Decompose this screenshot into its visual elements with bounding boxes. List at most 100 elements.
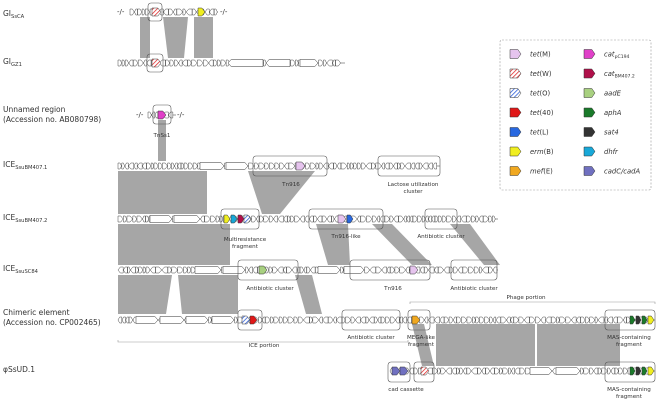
legend-swatch-6 xyxy=(509,107,522,118)
ice3-orf xyxy=(130,266,136,274)
chim-orf xyxy=(479,316,485,324)
phage-orf xyxy=(456,367,460,375)
gissca-orf xyxy=(192,8,197,16)
ice3-orf xyxy=(453,266,459,274)
phage-orf-large xyxy=(529,367,553,375)
chim-orf xyxy=(612,316,618,324)
phage-orf xyxy=(514,367,520,375)
ice3-orf xyxy=(272,266,278,274)
chim-orf xyxy=(603,316,608,324)
phage-orf xyxy=(607,367,611,375)
chim-orf xyxy=(262,316,266,324)
chim-orf xyxy=(489,316,494,324)
box-ice2-tn916-like xyxy=(308,208,384,230)
gissca-orf xyxy=(176,8,183,16)
chim-orf xyxy=(360,316,366,324)
chim-orf xyxy=(265,316,271,324)
legend-label-2: tet(W) xyxy=(530,70,552,78)
label-antibiotic-cluster-bm407-2: Antibiotic cluster xyxy=(417,234,465,240)
ice3-orf xyxy=(394,266,400,274)
chim-orf xyxy=(456,316,462,324)
ice2-orf xyxy=(123,215,127,223)
chim-orf xyxy=(402,316,407,324)
gigz1-orf xyxy=(143,59,147,67)
ice1-orf xyxy=(174,162,178,170)
band-ice1-ice2-left xyxy=(118,171,207,214)
ice1-orf xyxy=(177,162,182,170)
ice2-orf xyxy=(299,215,305,223)
homology-connectors xyxy=(118,17,620,366)
ice1-orf xyxy=(340,162,348,170)
ice2-orf xyxy=(304,215,310,223)
ice1-orf xyxy=(279,162,285,170)
chim-teto xyxy=(241,315,251,325)
band-gissca-gz1-b xyxy=(163,17,188,58)
gigz1-orf xyxy=(159,59,166,67)
chim-orf xyxy=(365,316,370,324)
band-ice2-ice3-left xyxy=(118,224,230,265)
ice3-tetm xyxy=(409,265,419,275)
chim-orf xyxy=(374,316,378,324)
phage-orf xyxy=(622,367,629,375)
legend-label-13: cadC/cadA xyxy=(604,168,640,176)
phage-orf xyxy=(432,367,438,375)
ice3-orf xyxy=(438,266,444,274)
box-ice2-multires xyxy=(220,208,260,230)
phage-apha-2 xyxy=(641,366,648,376)
label-mega-like-line1: MEGA-like xyxy=(407,335,436,341)
label-mas-phage-line2: fragment xyxy=(616,394,643,400)
chim-orf xyxy=(258,316,263,324)
ice1-orf xyxy=(328,162,334,170)
gissca-orf xyxy=(129,8,135,16)
row-label-unnamed-region: Unnamed region xyxy=(3,105,66,114)
ice3-orf xyxy=(381,266,387,274)
chim-orf xyxy=(506,316,511,324)
ice2-orf xyxy=(290,215,295,223)
gigz1-orf xyxy=(295,59,299,67)
chim-orf xyxy=(529,316,536,324)
phage-orf xyxy=(437,367,441,375)
chim-orf xyxy=(565,316,572,324)
ice3-orf xyxy=(479,266,483,274)
label-multiresistance-line1: Multiresistance xyxy=(224,237,267,243)
ice2-orf xyxy=(357,215,361,223)
ice3-orf xyxy=(161,266,168,274)
ice2-orf xyxy=(471,215,476,223)
chim-orf xyxy=(484,316,490,324)
chim-orf xyxy=(121,316,126,324)
ice1-orf xyxy=(432,162,437,170)
ice1-orf xyxy=(419,162,423,170)
phage-orf xyxy=(485,367,491,375)
chim-orf xyxy=(495,316,501,324)
ice2-orf xyxy=(283,215,288,223)
gigz1-orf xyxy=(326,59,333,67)
ice1-orf xyxy=(371,162,376,170)
tnss1-break-left: -/- xyxy=(136,111,144,119)
ice2-orf-large xyxy=(173,215,201,223)
ice2-orf xyxy=(425,215,429,223)
phage-orf xyxy=(413,367,419,375)
ice1-orf xyxy=(121,162,125,170)
chim-orf xyxy=(556,316,560,324)
chim-orf xyxy=(513,316,519,324)
chim-apha xyxy=(629,315,636,325)
box-gigz1-tetw xyxy=(146,53,164,73)
label-lactose-line1: Lactose utilization xyxy=(388,182,439,188)
gigz1-orf-large xyxy=(299,59,319,67)
chim-orf xyxy=(576,316,581,324)
ice3-orf xyxy=(386,266,391,274)
chim-orf xyxy=(617,316,624,324)
gigz1-orf xyxy=(182,59,188,67)
ice2-orf xyxy=(308,215,314,223)
chim-orf xyxy=(623,316,627,324)
ice2-orf xyxy=(492,215,496,223)
chim-orf xyxy=(444,316,450,324)
chim-orf xyxy=(336,316,343,324)
row-label-phage-ssud1: φSsUD.1 xyxy=(3,365,35,374)
chim-orf-large xyxy=(159,316,185,324)
ice2-orf xyxy=(412,215,418,223)
ice2-orf xyxy=(294,215,301,223)
ice1-orf xyxy=(347,162,351,170)
ice3-orf xyxy=(306,266,311,274)
ice3-orf xyxy=(150,266,156,274)
